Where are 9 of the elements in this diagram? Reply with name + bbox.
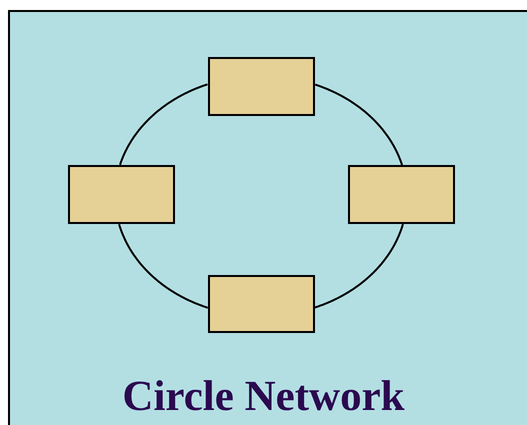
diagram-title: Circle Network [121, 372, 406, 421]
connector-arc [314, 224, 404, 308]
process-box [208, 275, 315, 333]
connector-arc [119, 83, 208, 166]
process-box [348, 165, 455, 224]
process-box [208, 57, 315, 116]
connector-arc [118, 224, 208, 309]
connector-arc [314, 84, 403, 166]
process-box [68, 165, 175, 224]
